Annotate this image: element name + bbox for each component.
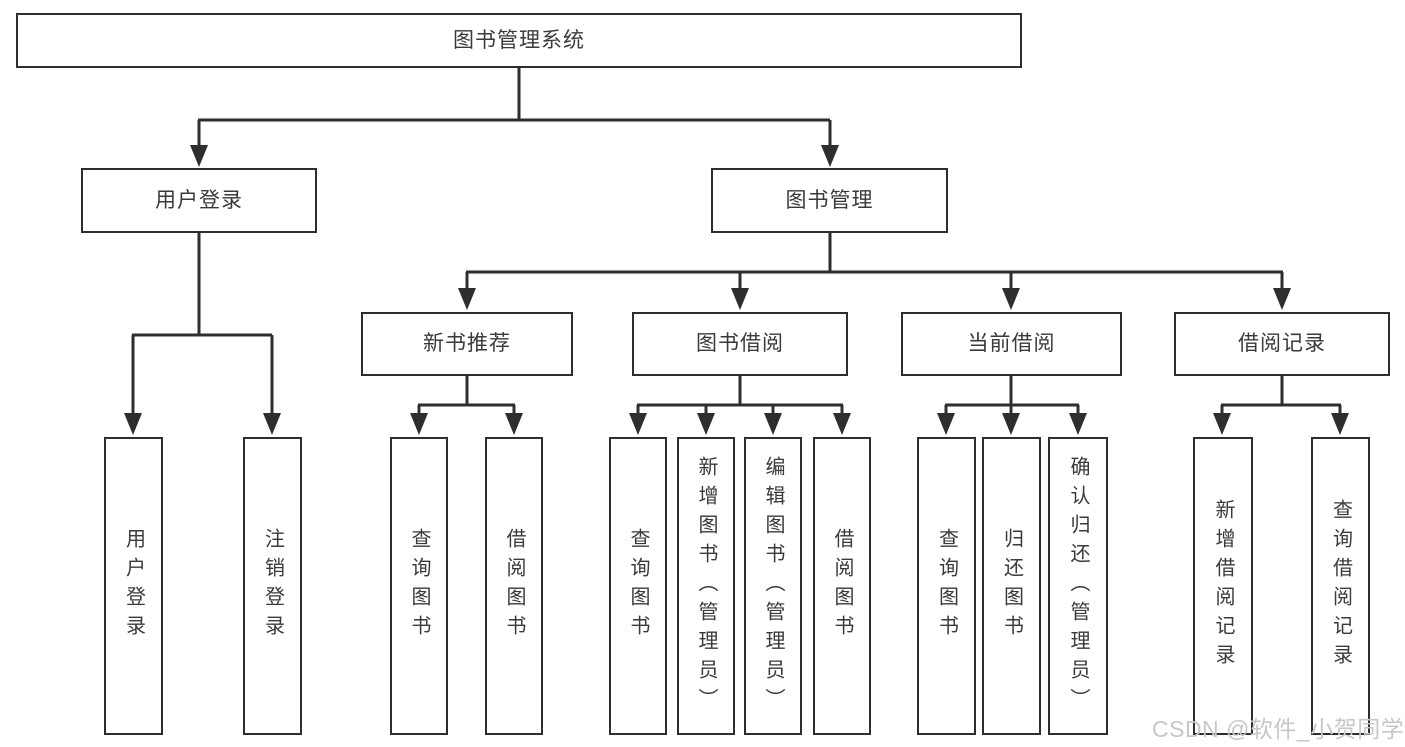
node-current-borrowing: 当前借阅 bbox=[901, 312, 1122, 376]
node-book-borrowing: 图书借阅 bbox=[632, 312, 848, 376]
leaf-user-login: 用户登录 bbox=[104, 437, 163, 735]
csdn-watermark: CSDN @软件_小贺同学 bbox=[1152, 716, 1405, 742]
leaf-add-book-admin: 新增图书（管理员） bbox=[677, 437, 735, 735]
leaf-query-books-recommend: 查询图书 bbox=[390, 437, 448, 735]
node-book-management-module: 图书管理 bbox=[711, 168, 948, 233]
leaf-query-books-borrowing: 查询图书 bbox=[609, 437, 667, 735]
leaf-borrow-books: 借阅图书 bbox=[813, 437, 871, 735]
leaf-borrow-books-recommend: 借阅图书 bbox=[485, 437, 543, 735]
leaf-query-books-current: 查询图书 bbox=[917, 437, 976, 735]
leaf-query-borrow-record: 查询借阅记录 bbox=[1311, 437, 1370, 735]
leaf-confirm-return-admin: 确认归还（管理员） bbox=[1048, 437, 1108, 735]
node-root-library-system: 图书管理系统 bbox=[16, 13, 1022, 68]
leaf-logout-login: 注销登录 bbox=[243, 437, 302, 735]
node-user-login-module: 用户登录 bbox=[81, 168, 317, 233]
leaf-return-books: 归还图书 bbox=[982, 437, 1041, 735]
node-borrow-records: 借阅记录 bbox=[1174, 312, 1390, 376]
leaf-add-borrow-record: 新增借阅记录 bbox=[1193, 437, 1253, 735]
node-new-book-recommend: 新书推荐 bbox=[361, 312, 573, 376]
leaf-edit-book-admin: 编辑图书（管理员） bbox=[744, 437, 802, 735]
